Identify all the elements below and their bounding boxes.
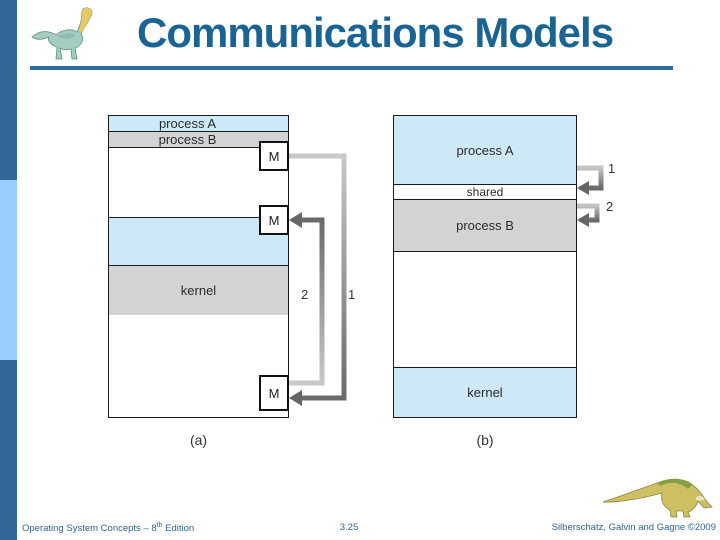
band-process-b: process B xyxy=(394,200,576,252)
message-box-process-b: M xyxy=(259,205,289,235)
band-empty xyxy=(394,252,576,368)
message-path-1 xyxy=(288,153,347,401)
caption-b: (b) xyxy=(476,432,494,448)
step-1-label: 1 xyxy=(608,161,616,176)
page-title: Communications Models xyxy=(137,9,614,56)
step-2-label: 2 xyxy=(606,199,614,214)
band-empty xyxy=(109,148,288,218)
shared-memory-arrows xyxy=(577,165,604,227)
sidebar-segment-bottom xyxy=(0,360,17,540)
band-process-a: process A xyxy=(109,116,288,132)
sidebar-segment-top xyxy=(0,0,17,180)
message-box-kernel: M xyxy=(259,375,289,411)
step-2-label: 2 xyxy=(301,287,309,302)
sidebar xyxy=(0,0,17,540)
arrowhead-to-process-b-icon xyxy=(289,212,302,228)
band-kernel: kernel xyxy=(109,266,288,315)
footer-book-suffix: Edition xyxy=(162,523,195,535)
dinosaur-footer-icon xyxy=(602,478,713,518)
footer-authors: Silberschatz, Galvin and Gagne ©2009 xyxy=(551,522,716,533)
band-kernel: kernel xyxy=(394,368,576,417)
arrowhead-to-shared-icon xyxy=(577,181,589,195)
diagram-shared-memory: process A shared process B kernel xyxy=(393,115,577,418)
message-path-2 xyxy=(288,217,325,386)
dinosaur-logo-icon xyxy=(31,7,93,60)
arrowhead-to-process-b-icon xyxy=(577,213,589,227)
slide-number: 3.25 xyxy=(339,522,359,533)
sidebar-segment-middle xyxy=(0,180,17,360)
footer-book-title: Operating System Concepts – 8th Edition xyxy=(22,522,194,534)
band-process-b: process B xyxy=(109,132,288,148)
diagram-message-passing: process A process B kernel xyxy=(108,115,289,418)
band-process-a: process A xyxy=(394,116,576,185)
shared-path-1 xyxy=(577,165,604,191)
caption-a: (a) xyxy=(189,432,208,448)
footer-book-prefix: Operating System Concepts – 8 xyxy=(22,523,157,535)
message-arrows xyxy=(288,153,347,406)
arrowhead-to-kernel-icon xyxy=(289,390,302,406)
footer-book-sup: th xyxy=(156,522,163,529)
band-empty-blue xyxy=(109,218,288,266)
message-box-process-a: M xyxy=(259,141,289,171)
band-shared: shared xyxy=(394,185,576,200)
title-divider xyxy=(30,66,673,70)
shared-path-2 xyxy=(577,203,600,223)
step-1-label: 1 xyxy=(348,287,356,302)
